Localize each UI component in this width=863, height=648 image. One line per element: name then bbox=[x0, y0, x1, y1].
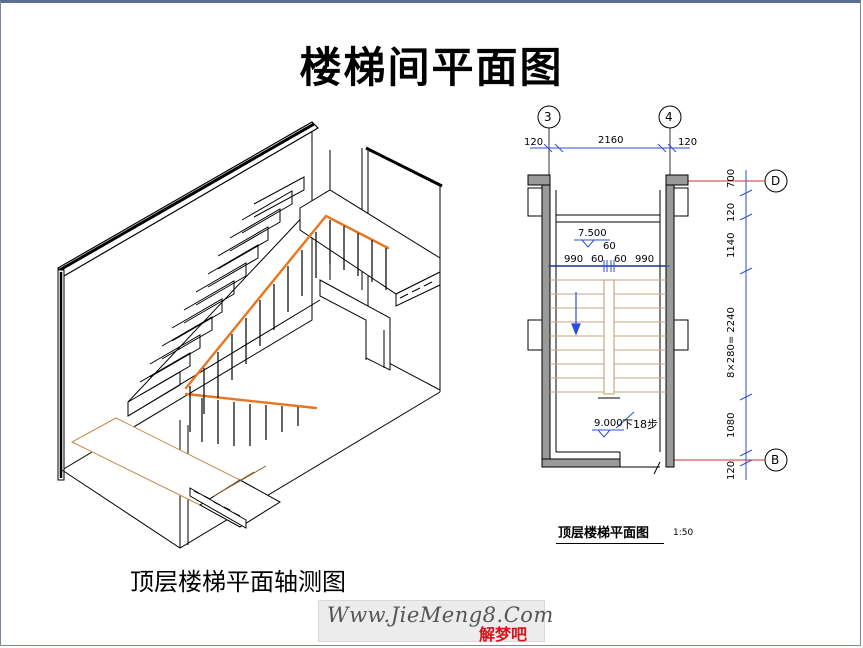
plan-dim-inner-3: 60 bbox=[603, 241, 616, 252]
plan-elev-top: 7.500 bbox=[578, 228, 607, 239]
plan-dim-top-left: 120 bbox=[524, 137, 544, 148]
plan-elev-bottom: 9.000 bbox=[594, 418, 623, 429]
plan-dim-right-4: 8×280= 2240 bbox=[726, 307, 737, 378]
page-title: 楼梯间平面图 bbox=[299, 43, 564, 92]
plan-dim-right-1: 700 bbox=[726, 168, 737, 188]
plan-dim-inner-5: 990 bbox=[635, 254, 655, 265]
plan-axis-label-b: B bbox=[771, 453, 780, 467]
plan-dim-inner-1: 990 bbox=[564, 254, 584, 265]
plan-step-note: 下18步 bbox=[622, 418, 658, 431]
watermark-text: 解梦吧 bbox=[479, 625, 528, 644]
plan-axis-label-4: 4 bbox=[665, 110, 673, 124]
plan-axis-label-d: D bbox=[771, 174, 781, 188]
plan-caption-underline bbox=[556, 543, 664, 544]
plan-dim-right-6: 120 bbox=[726, 460, 737, 480]
watermark-url: Www.JieMeng8.Com bbox=[327, 603, 554, 627]
plan-dim-top-middle: 2160 bbox=[598, 135, 624, 146]
watermark: Www.JieMeng8.Com 解梦吧 bbox=[318, 600, 553, 644]
plan-axis-label-3: 3 bbox=[544, 110, 552, 124]
plan-dim-right-2: 120 bbox=[726, 202, 737, 222]
plan-dim-inner-2: 60 bbox=[591, 254, 604, 265]
plan-dim-inner-4: 60 bbox=[614, 254, 627, 265]
plan-caption: 顶层楼梯平面图 bbox=[558, 526, 650, 541]
plan-dim-right-3: 1140 bbox=[726, 232, 737, 258]
plan-scale: 1:50 bbox=[673, 528, 694, 538]
plan-dim-right-5: 1080 bbox=[726, 412, 737, 438]
axonometric-caption: 顶层楼梯平面轴测图 bbox=[130, 568, 346, 596]
plan-dim-top-right: 120 bbox=[678, 137, 698, 148]
